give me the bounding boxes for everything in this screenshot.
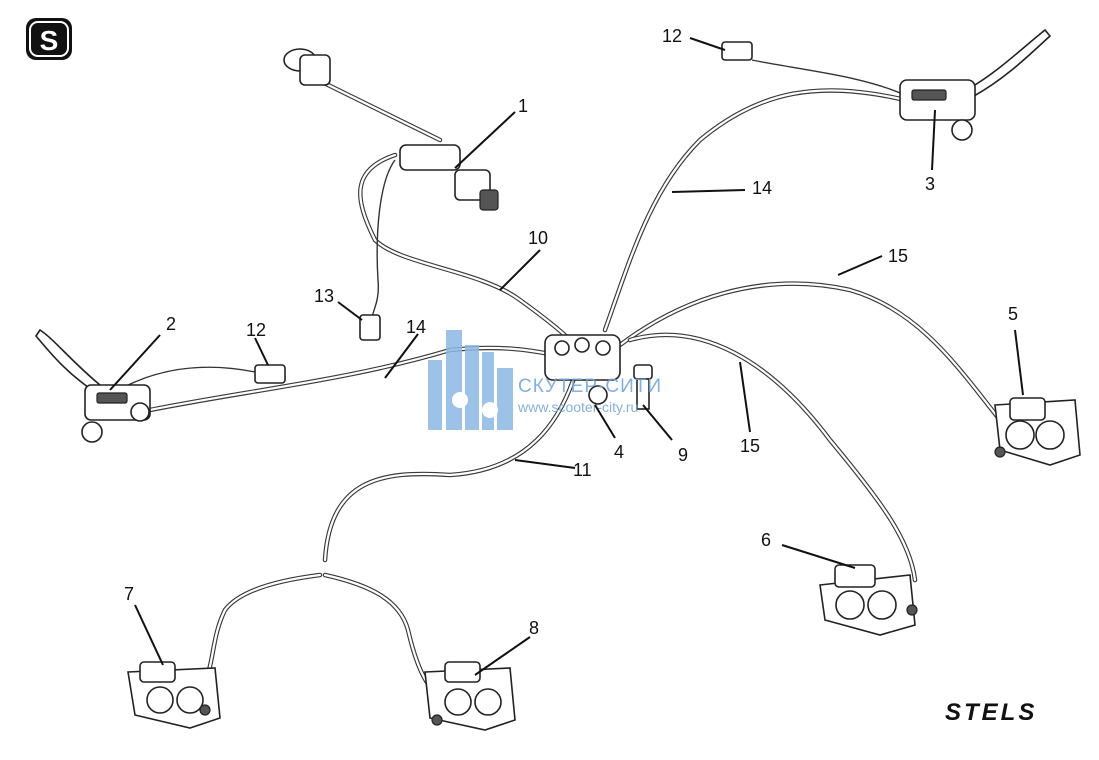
watermark-city-icon — [428, 330, 513, 430]
callout-8: 8 — [529, 618, 539, 638]
callout-14-left: 14 — [406, 317, 426, 337]
svg-text:S: S — [40, 25, 59, 56]
master-cylinder — [283, 48, 499, 211]
callout-2: 2 — [166, 314, 176, 334]
callout-12-left: 12 — [246, 320, 266, 340]
watermark: СКУТЕР-СИТИ www.scooter-city.ru — [428, 330, 662, 430]
callout-14-right: 14 — [752, 178, 772, 198]
right-brake-lever — [899, 28, 1052, 141]
caliper-5 — [994, 397, 1081, 466]
callout-11: 11 — [573, 460, 592, 480]
caliper-8 — [424, 661, 516, 731]
leaders — [109, 37, 1024, 676]
connector-12-right — [721, 41, 753, 61]
callout-12-right: 12 — [662, 26, 682, 46]
corner-logo: S — [26, 18, 72, 60]
callout-9: 9 — [678, 445, 688, 465]
callout-13: 13 — [314, 286, 334, 306]
callouts: 1 2 3 4 5 6 7 8 9 10 11 12 12 13 14 14 1… — [124, 26, 1018, 638]
watermark-name: СКУТЕР-СИТИ — [518, 376, 662, 397]
callout-10: 10 — [528, 228, 548, 248]
hoses — [109, 59, 1003, 703]
watermark-url: www.scooter-city.ru — [517, 399, 638, 415]
callout-5: 5 — [1008, 304, 1018, 324]
callout-1: 1 — [518, 96, 528, 116]
caliper-6 — [819, 564, 918, 636]
callout-7: 7 — [124, 584, 134, 604]
callout-4: 4 — [614, 442, 624, 462]
proportioning-valve — [544, 334, 621, 405]
banjo-bolt — [633, 364, 653, 410]
brand-wordmark: STELS — [945, 699, 1037, 726]
caliper-7 — [127, 661, 221, 729]
left-brake-lever — [34, 328, 151, 443]
callout-15-upper: 15 — [888, 246, 908, 266]
callout-3: 3 — [925, 174, 935, 194]
connector-12-left — [254, 364, 286, 384]
brand-logo: STELS — [945, 699, 1037, 726]
callout-15-lower: 15 — [740, 436, 760, 456]
connector-13 — [359, 314, 381, 341]
callout-6: 6 — [761, 530, 771, 550]
